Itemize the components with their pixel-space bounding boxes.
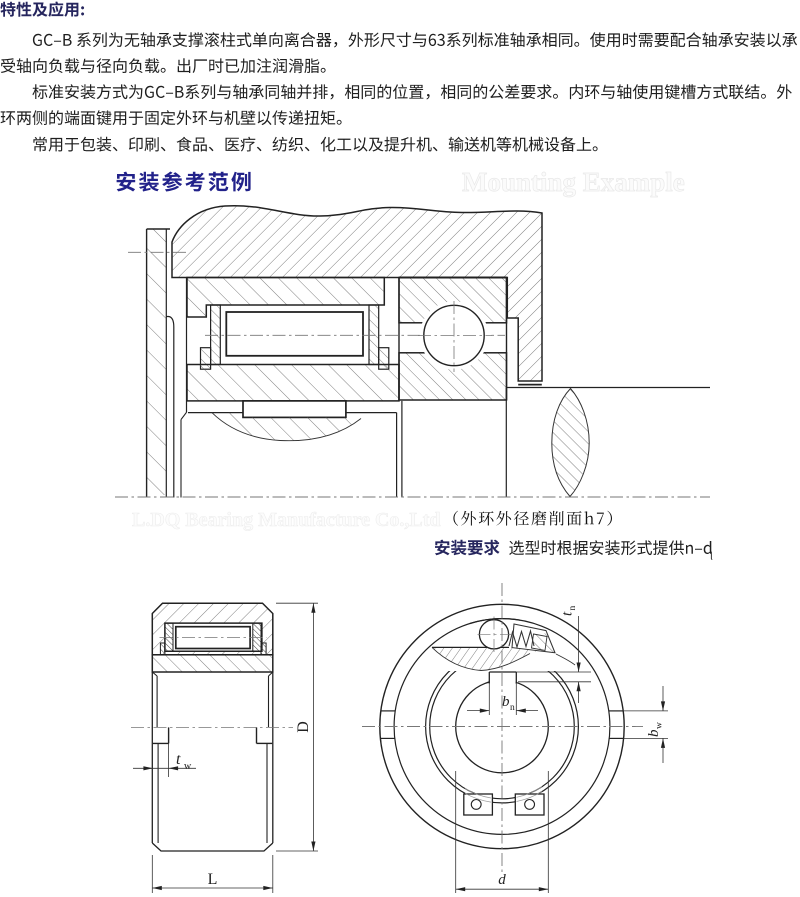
svg-text:d: d	[498, 872, 506, 888]
svg-text:b: b	[646, 729, 662, 737]
svg-text:w: w	[655, 722, 665, 729]
svg-text:n: n	[510, 703, 515, 713]
svg-text:n: n	[568, 606, 578, 611]
svg-text:L.DQ Bearing Manufacture Co.,L: L.DQ Bearing Manufacture Co.,Ltd	[132, 509, 441, 531]
svg-text:D: D	[295, 721, 312, 733]
svg-text:Mounting Example: Mounting Example	[462, 167, 685, 197]
svg-text:t: t	[560, 611, 576, 616]
svg-text:t: t	[176, 751, 181, 768]
svg-text:L: L	[208, 871, 218, 888]
svg-text:b: b	[502, 694, 510, 710]
svg-text:w: w	[184, 761, 192, 772]
